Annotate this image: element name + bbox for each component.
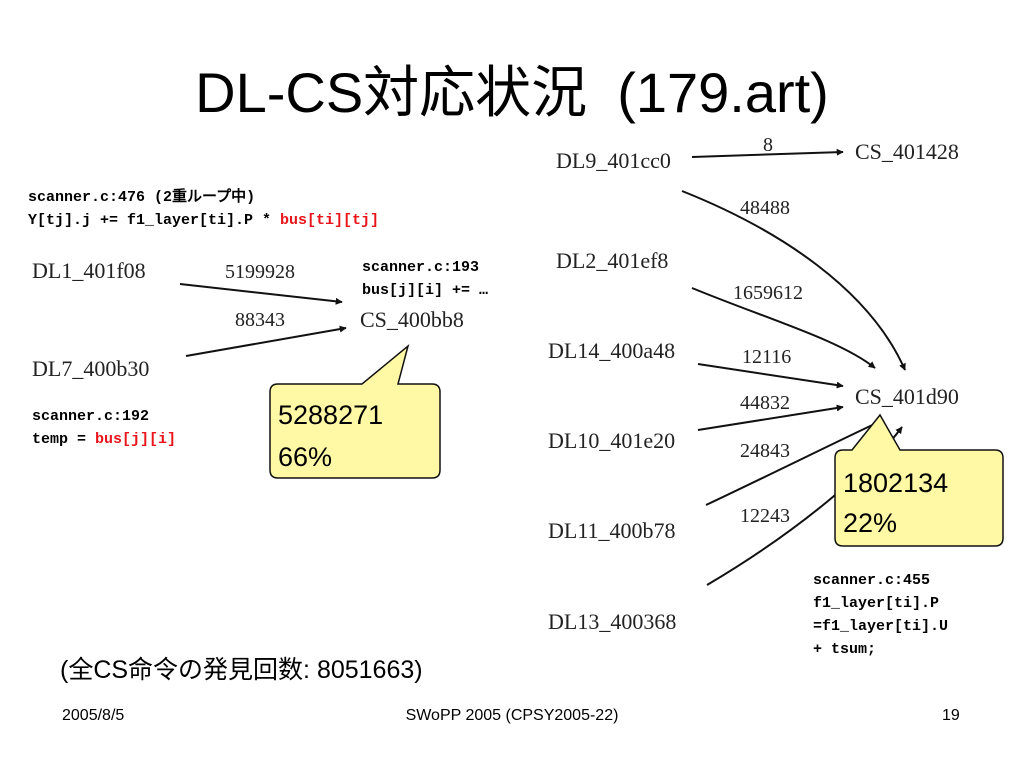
edge-dl7-cs400bb8 [185, 325, 347, 357]
edge-label-dl2-cs401d90: 1659612 [733, 282, 803, 304]
code-scanner-455-line3: =f1_layer[ti].U [813, 618, 949, 635]
node-dl9: DL9_401cc0 [556, 148, 671, 173]
code-scanner-193-line1: scanner.c:193 [362, 259, 480, 276]
node-dl7: DL7_400b30 [32, 356, 149, 381]
code-scanner-192-line2: temp = [32, 431, 96, 448]
code-scanner-476-highlight: bus[ti][tj] [280, 212, 380, 229]
node-cs401428: CS_401428 [855, 139, 959, 164]
edge-label-dl13-cs401d90: 12243 [740, 505, 790, 527]
callout-right: 1802134 22% [834, 413, 1004, 547]
edge-label-dl7-cs400bb8: 88343 [235, 309, 285, 331]
edge-label-dl9-cs401428: 8 [763, 134, 773, 156]
node-cs401d90: CS_401d90 [855, 384, 959, 409]
callout-right-percent: 22% [843, 508, 897, 538]
node-dl13: DL13_400368 [548, 609, 676, 634]
code-scanner-455: scanner.c:455 f1_layer[ti].P =f1_layer[t… [813, 569, 948, 661]
edge-dl10-cs401d90 [697, 404, 844, 431]
callout-left-count: 5288271 [278, 400, 383, 430]
footer-page-number: 19 [942, 707, 960, 724]
footer-conference: SWoPP 2005 (CPSY2005-22) [405, 707, 619, 724]
edge-dl9-cs401428 [691, 148, 844, 158]
node-dl1: DL1_401f08 [32, 258, 146, 283]
code-scanner-455-line1: scanner.c:455 [813, 572, 931, 589]
title-main: DL-CS対応状況 [195, 61, 588, 124]
code-scanner-455-line4: + tsum; [813, 641, 877, 658]
edge-dl2-cs401d90 [691, 287, 876, 369]
total-cs-summary: (全CS命令の発見回数: 8051663) [60, 656, 423, 684]
edge-label-dl10-cs401d90: 44832 [740, 392, 790, 414]
code-scanner-476-line1: scanner.c:476 (2重ループ中) [28, 189, 256, 206]
footer-date: 2005/8/5 [62, 707, 125, 724]
callout-right-count: 1802134 [843, 468, 948, 498]
edge-dl14-cs401d90 [697, 363, 844, 389]
title-sub: (179.art) [617, 61, 829, 124]
edge-label-dl11-cs401d90: 24843 [740, 440, 790, 462]
slide-title: DL-CS対応状況 (179.art) [0, 58, 1024, 128]
edge-label-dl1-cs400bb8: 5199928 [225, 261, 295, 283]
code-scanner-476: scanner.c:476 (2重ループ中) Y[tj].j += f1_lay… [28, 186, 379, 232]
node-dl14: DL14_400a48 [548, 338, 675, 363]
node-cs400bb8: CS_400bb8 [360, 307, 464, 332]
code-scanner-476-line2: Y[tj].j += f1_layer[ti].P * [28, 212, 281, 229]
node-dl10: DL10_401e20 [548, 428, 675, 453]
code-scanner-193: scanner.c:193 bus[j][i] += … [362, 256, 488, 302]
code-scanner-192: scanner.c:192 temp = bus[j][i] [32, 405, 176, 451]
code-scanner-455-line2: f1_layer[ti].P [813, 595, 940, 612]
code-scanner-193-line2: bus[j][i] += … [362, 282, 489, 299]
node-dl11: DL11_400b78 [548, 518, 676, 543]
edge-dl11-cs401d90 [705, 419, 884, 506]
edge-label-dl14-cs401d90: 12116 [742, 346, 791, 368]
edge-dl1-cs400bb8 [179, 283, 343, 305]
callout-left: 5288271 66% [269, 343, 441, 479]
edge-label-dl9-cs401d90: 48488 [740, 197, 790, 219]
node-dl2: DL2_401ef8 [556, 248, 668, 273]
code-scanner-192-highlight: bus[j][i] [95, 431, 177, 448]
callout-left-percent: 66% [278, 442, 332, 472]
code-scanner-192-line1: scanner.c:192 [32, 408, 150, 425]
edge-dl9-cs401d90 [681, 190, 906, 371]
